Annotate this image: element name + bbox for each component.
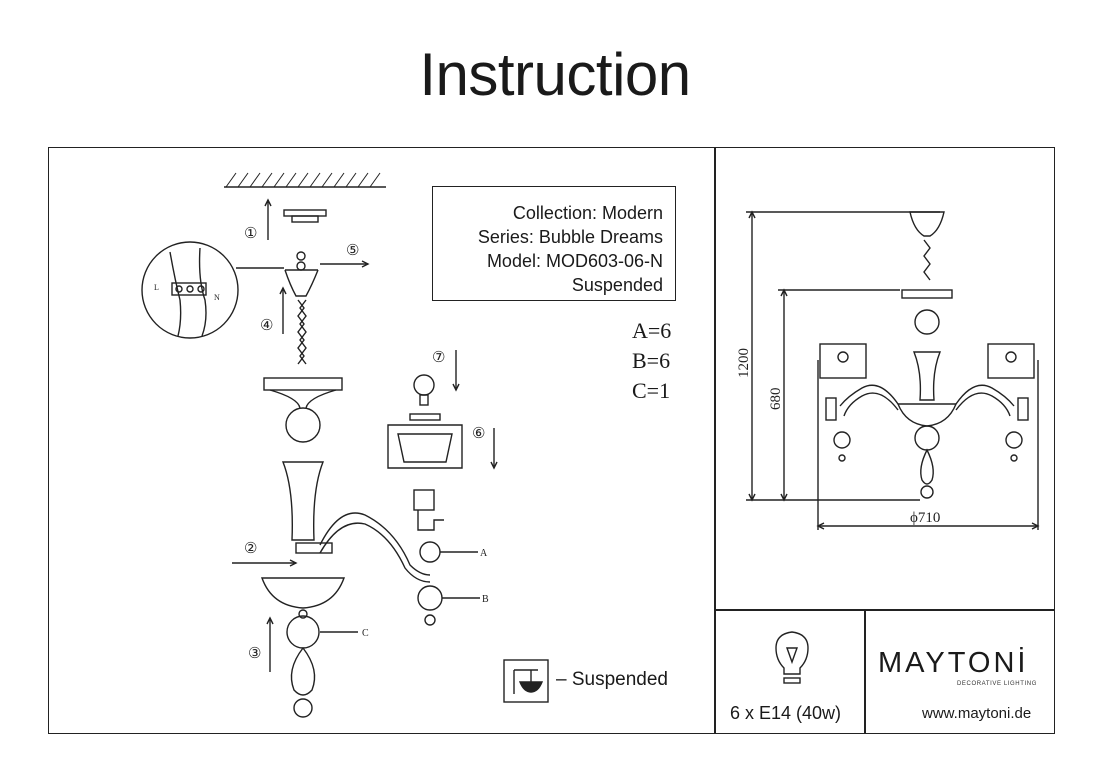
brand-tagline: DECORATIVE LIGHTING (957, 681, 1037, 687)
step-6-label: ⑥ (472, 426, 485, 442)
assembly-drawing (141, 172, 498, 718)
part-c-label: C (362, 628, 369, 639)
count-c: C=1 (632, 378, 671, 403)
wire-live-label: L (154, 283, 159, 292)
step-7-label: ⑦ (432, 350, 445, 366)
instruction-sheet (48, 147, 1055, 734)
count-a: A=6 (632, 318, 672, 343)
step-1-label: ① (244, 226, 257, 242)
part-b-label: B (482, 594, 489, 605)
divider (864, 609, 866, 734)
brand-logo: MAYTONİ (878, 647, 1029, 679)
model-text: Model: MOD603-06-N (486, 251, 663, 271)
suspended-legend-label: – Suspended (556, 669, 668, 690)
lamp-spec: 6 x E14 (40w) (730, 703, 842, 723)
dimension-drawing (746, 210, 1040, 530)
page-title: Instruction (419, 41, 691, 108)
website-url: www.maytoni.de (922, 705, 1032, 722)
series-text: Series: Bubble Dreams (477, 227, 663, 247)
step-3-label: ③ (248, 646, 261, 662)
light-bulb-icon (775, 631, 809, 684)
count-b: B=6 (632, 348, 671, 373)
diameter-dimension: ϕ710 (910, 510, 940, 526)
product-info-box: Collection: Modern Series: Bubble Dreams… (432, 186, 676, 301)
divider (714, 147, 716, 734)
mount-type-text: Suspended (571, 275, 663, 295)
body-height-dimension: 680 (768, 388, 784, 411)
step-4-label: ④ (260, 318, 273, 334)
suspended-mount-icon (503, 659, 549, 703)
divider (714, 609, 1055, 611)
part-counts: A=6 B=6 C=1 (632, 316, 671, 406)
total-height-dimension: 1200 (736, 348, 752, 378)
step-2-label: ② (244, 541, 257, 557)
part-a-label: A (480, 548, 488, 559)
step-5-label: ⑤ (346, 243, 359, 259)
wire-neutral-label: N (214, 293, 220, 302)
collection-text: Collection: Modern (512, 203, 663, 223)
